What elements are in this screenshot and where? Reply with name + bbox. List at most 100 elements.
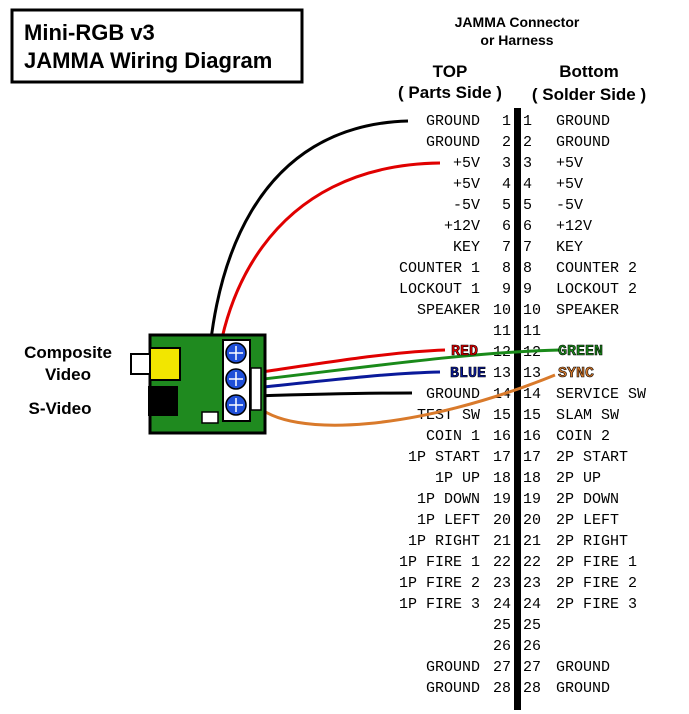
red-wire — [254, 348, 446, 375]
pin-16-bottom-label: COIN 2 — [556, 428, 610, 445]
mini-rgb-board — [130, 333, 267, 435]
green-wire-label: GREEN — [558, 343, 603, 360]
pin-19-top-number: 19 — [493, 491, 511, 508]
pin-28-top-number: 28 — [493, 680, 511, 697]
pin-19-top-label: 1P DOWN — [417, 491, 480, 508]
pin-8-bottom-label: COUNTER 2 — [556, 260, 637, 277]
pin-9-bottom-label: LOCKOUT 2 — [556, 281, 637, 298]
pin-6-top-label: +12V — [444, 218, 480, 235]
pin-5-bottom-number: 5 — [523, 197, 532, 214]
pin-11-top-number: 11 — [493, 323, 511, 340]
pin-21-top-number: 21 — [493, 533, 511, 550]
pin-6-top-number: 6 — [502, 218, 511, 235]
pin-8-top-number: 8 — [502, 260, 511, 277]
pin-21-bottom-label: 2P RIGHT — [556, 533, 628, 550]
pin-15-top-number: 15 — [493, 407, 511, 424]
title-line-2: JAMMA Wiring Diagram — [24, 48, 272, 73]
pin-27-bottom-label: GROUND — [556, 659, 610, 676]
pin-3-top-number: 3 — [502, 155, 511, 172]
green-wire — [254, 348, 561, 382]
bottom-side-title: Bottom — [559, 62, 618, 81]
jamma-connector-bar — [514, 108, 521, 710]
pin-17-bottom-number: 17 — [523, 449, 541, 466]
composite-label-line-1: Composite — [24, 343, 112, 362]
pin-18-bottom-label: 2P UP — [556, 470, 601, 487]
pin-3-bottom-number: 3 — [523, 155, 532, 172]
composite-jack-collar — [130, 353, 152, 375]
red-pot-slot-icon — [229, 346, 243, 360]
pin-16-top-label: COIN 1 — [426, 428, 480, 445]
pin-23-bottom-number: 23 — [523, 575, 541, 592]
pin-8-top-label: COUNTER 1 — [399, 260, 480, 277]
pin-6-bottom-label: +12V — [556, 218, 592, 235]
pin-1-bottom-label: GROUND — [556, 113, 610, 130]
top-side-title: TOP — [433, 62, 468, 81]
pin-22-bottom-label: 2P FIRE 1 — [556, 554, 637, 571]
pin-10-bottom-number: 10 — [523, 302, 541, 319]
pin-4-top-number: 4 — [502, 176, 511, 193]
green-pot-slot-icon — [229, 372, 243, 386]
pin-3-bottom-label: +5V — [556, 155, 583, 172]
pin-2-bottom-number: 2 — [523, 134, 532, 151]
pin-2-top-label: GROUND — [426, 134, 480, 151]
pin-28-top-label: GROUND — [426, 680, 480, 697]
pin-7-bottom-label: KEY — [556, 239, 583, 256]
pin-3-top-label: +5V — [453, 155, 480, 172]
sync-wire — [253, 373, 556, 427]
pin-23-top-label: 1P FIRE 2 — [399, 575, 480, 592]
pin-14-top-label: GROUND — [426, 386, 480, 403]
ground-wire-pin-14 — [254, 391, 413, 398]
bottom-side-subtitle: ( Solder Side ) — [532, 85, 646, 104]
pin-23-top-number: 23 — [493, 575, 511, 592]
red-wire-label: RED — [451, 343, 478, 360]
pin-27-top-label: GROUND — [426, 659, 480, 676]
pin-13-bottom-number: 13 — [523, 365, 541, 382]
pin-23-bottom-label: 2P FIRE 2 — [556, 575, 637, 592]
pin-26-top-number: 26 — [493, 638, 511, 655]
pin-14-bottom-label: SERVICE SW — [556, 386, 646, 403]
svideo-jack — [148, 386, 178, 416]
pin-11-bottom-number: 11 — [523, 323, 541, 340]
pin-25-bottom-number: 25 — [523, 617, 541, 634]
connector-heading-line-1: JAMMA Connector — [455, 14, 580, 30]
pin-17-top-label: 1P START — [408, 449, 480, 466]
pin-17-bottom-label: 2P START — [556, 449, 628, 466]
power-header — [201, 411, 219, 424]
pin-18-top-label: 1P UP — [435, 470, 480, 487]
pin-2-bottom-label: GROUND — [556, 134, 610, 151]
pin-24-top-label: 1P FIRE 3 — [399, 596, 480, 613]
pin-20-top-number: 20 — [493, 512, 511, 529]
pin-9-bottom-number: 9 — [523, 281, 532, 298]
pin-9-top-number: 9 — [502, 281, 511, 298]
pin-1-bottom-number: 1 — [523, 113, 532, 130]
pin-24-bottom-label: 2P FIRE 3 — [556, 596, 637, 613]
pin-15-bottom-label: SLAM SW — [556, 407, 619, 424]
pin-24-bottom-number: 24 — [523, 596, 541, 613]
pin-7-bottom-number: 7 — [523, 239, 532, 256]
pin-27-bottom-number: 27 — [523, 659, 541, 676]
pin-24-top-number: 24 — [493, 596, 511, 613]
pin-20-bottom-number: 20 — [523, 512, 541, 529]
pin-10-top-number: 10 — [493, 302, 511, 319]
pin-8-bottom-number: 8 — [523, 260, 532, 277]
blue-pot-slot-icon — [229, 398, 243, 412]
pin-4-top-label: +5V — [453, 176, 480, 193]
connector-heading-line-2: or Harness — [480, 32, 553, 48]
pin-20-bottom-label: 2P LEFT — [556, 512, 619, 529]
pin-21-top-label: 1P RIGHT — [408, 533, 480, 550]
pin-5-bottom-label: -5V — [556, 197, 583, 214]
pin-19-bottom-number: 19 — [523, 491, 541, 508]
pin-10-bottom-label: SPEAKER — [556, 302, 619, 319]
pin-18-bottom-number: 18 — [523, 470, 541, 487]
pin-18-top-number: 18 — [493, 470, 511, 487]
pin-28-bottom-label: GROUND — [556, 680, 610, 697]
top-side-subtitle: ( Parts Side ) — [398, 83, 502, 102]
pin-6-bottom-number: 6 — [523, 218, 532, 235]
output-header — [250, 367, 262, 411]
pin-15-bottom-number: 15 — [523, 407, 541, 424]
title-line-1: Mini-RGB v3 — [24, 20, 155, 45]
pin-7-top-label: KEY — [453, 239, 480, 256]
